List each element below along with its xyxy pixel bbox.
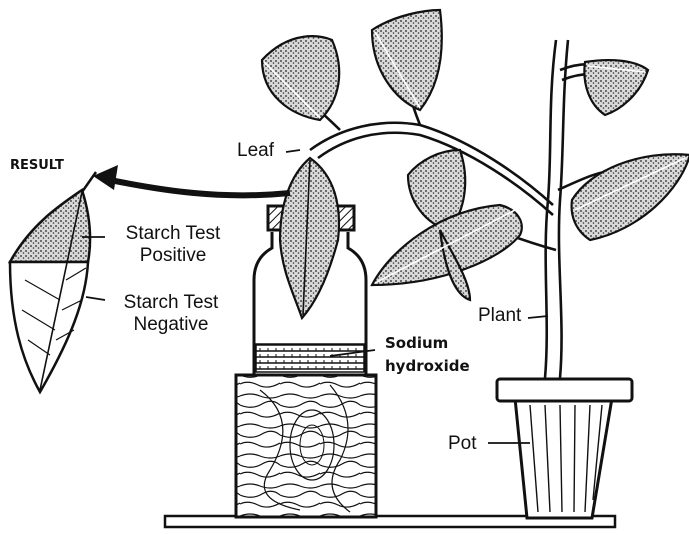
plant-pot	[497, 379, 632, 518]
sodium-hydroxide-liquid	[256, 344, 364, 372]
starch-negative-line1: Starch Test	[106, 292, 236, 314]
starch-positive-line2: Positive	[108, 245, 238, 267]
leaf-label: Leaf	[237, 140, 274, 162]
result-label: RESULT	[10, 158, 64, 173]
plant-leaves	[262, 10, 689, 318]
sodium-line2: hydroxide	[385, 355, 470, 378]
starch-negative-line2: Negative	[106, 314, 236, 336]
sodium-hydroxide-label: Sodium hydroxide	[385, 332, 470, 378]
starch-positive-label: Starch Test Positive	[108, 223, 238, 267]
wooden-block	[236, 375, 376, 517]
plant-label: Plant	[478, 305, 521, 327]
starch-positive-line1: Starch Test	[108, 223, 238, 245]
starch-negative-label: Starch Test Negative	[106, 292, 236, 336]
result-leaf	[10, 172, 96, 392]
pot-label: Pot	[448, 433, 477, 455]
result-arrow	[93, 165, 290, 195]
sodium-line1: Sodium	[385, 332, 470, 355]
